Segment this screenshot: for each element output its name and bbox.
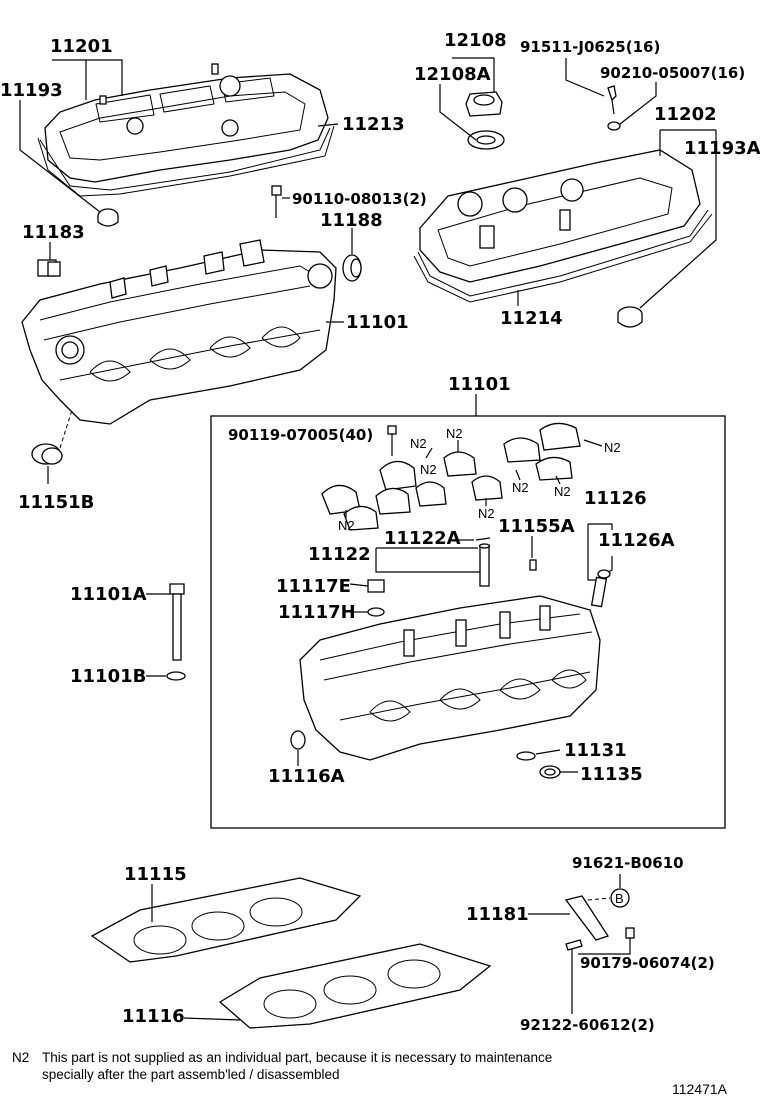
plugs-11117: [367, 579, 385, 617]
label-11116: 11116: [122, 1006, 185, 1027]
head-bolt: [166, 583, 186, 681]
label-11214: 11214: [500, 308, 563, 329]
label-12108A: 12108A: [414, 64, 491, 85]
bearing-caps: [321, 422, 581, 531]
label-11101-upper: 11101: [346, 312, 409, 333]
detail-box: [210, 415, 726, 829]
label-11116A: 11116A: [268, 766, 345, 787]
footnote: N2 This part is not supplied as an indivi…: [12, 1049, 712, 1083]
cylinder-head-upper: [21, 239, 337, 425]
n2-marker: N2: [512, 480, 529, 495]
label-11193A: 11193A: [684, 138, 760, 159]
footnote-line-2: specially after the part assemb'led / di…: [42, 1067, 340, 1082]
cam-cover-left: [39, 63, 331, 191]
label-90210-05007: 90210-05007(16): [600, 64, 745, 82]
plug-11193: [97, 208, 119, 227]
label-11117E: 11117E: [276, 576, 351, 597]
label-11101B: 11101B: [70, 666, 146, 687]
oil-filler-cap: [465, 91, 505, 150]
head-gasket-11115: [90, 877, 362, 963]
label-11122A: 11122A: [384, 528, 461, 549]
label-11131: 11131: [564, 740, 627, 761]
label-11101-box: 11101: [448, 374, 511, 395]
cylinder-head-lower: [299, 595, 601, 761]
seal-11188: [342, 254, 362, 282]
plug-11183: [37, 259, 61, 277]
footnote-text-1: This part is not supplied as an individu…: [42, 1050, 553, 1065]
plug-11193A: [617, 306, 643, 328]
head-gasket-11116: [218, 943, 492, 1029]
label-90179-06074: 90179-06074(2): [580, 954, 715, 972]
label-91621-B0610: 91621-B0610: [572, 854, 684, 872]
label-90110-08013: 90110-08013(2): [292, 190, 427, 208]
cover-gasket-left: [37, 125, 335, 197]
marker-b: B: [615, 891, 624, 906]
n2-marker: N2: [604, 440, 621, 455]
label-11183: 11183: [22, 222, 85, 243]
plug-tubes: [590, 569, 611, 608]
diagram-id: 112471A: [672, 1081, 728, 1097]
label-11126: 11126: [584, 488, 647, 509]
part-labels: 11201 11193 11213 12108 12108A 91511-J06…: [0, 30, 760, 1034]
n2-marker: N2: [446, 426, 463, 441]
label-92122-60612: 92122-60612(2): [520, 1016, 655, 1034]
leader-lines: [19, 57, 717, 1021]
label-11135: 11135: [580, 764, 643, 785]
seals-detail: [290, 730, 561, 779]
label-11126A: 11126A: [598, 530, 675, 551]
label-11202: 11202: [654, 104, 717, 125]
n2-marker: N2: [478, 506, 495, 521]
label-11188: 11188: [320, 210, 383, 231]
label-12108: 12108: [444, 30, 507, 51]
n2-marker: N2: [410, 436, 427, 451]
n2-markers: N2 N2 N2 N2 N2 N2 N2 N2: [338, 426, 621, 533]
label-11151B: 11151B: [18, 492, 94, 513]
label-90119-07005: 90119-07005(40): [228, 426, 373, 444]
seal-11151B: [31, 409, 73, 465]
label-11101A: 11101A: [70, 584, 147, 605]
n2-marker: N2: [420, 462, 437, 477]
bracket-11181: [564, 888, 635, 951]
cover-gasket-right: [413, 213, 713, 303]
n2-marker: N2: [554, 484, 571, 499]
label-11193: 11193: [0, 80, 63, 101]
label-11117H: 11117H: [278, 602, 356, 623]
label-11201: 11201: [50, 36, 113, 57]
footnote-key: N2: [12, 1050, 30, 1065]
n2-marker: N2: [338, 518, 355, 533]
label-11155A: 11155A: [498, 516, 575, 537]
cam-cover-right: [417, 149, 709, 297]
label-91511-J0625: 91511-J0625(16): [520, 38, 660, 56]
label-11213: 11213: [342, 114, 405, 135]
label-11115: 11115: [124, 864, 187, 885]
bolt-91511: [607, 85, 621, 131]
valve-guides: [475, 537, 537, 587]
label-11122: 11122: [308, 544, 371, 565]
label-11181: 11181: [466, 904, 529, 925]
footnote-line-1: N2 This part is not supplied as an indivi…: [12, 1049, 712, 1066]
bolt-90110: [271, 185, 282, 218]
